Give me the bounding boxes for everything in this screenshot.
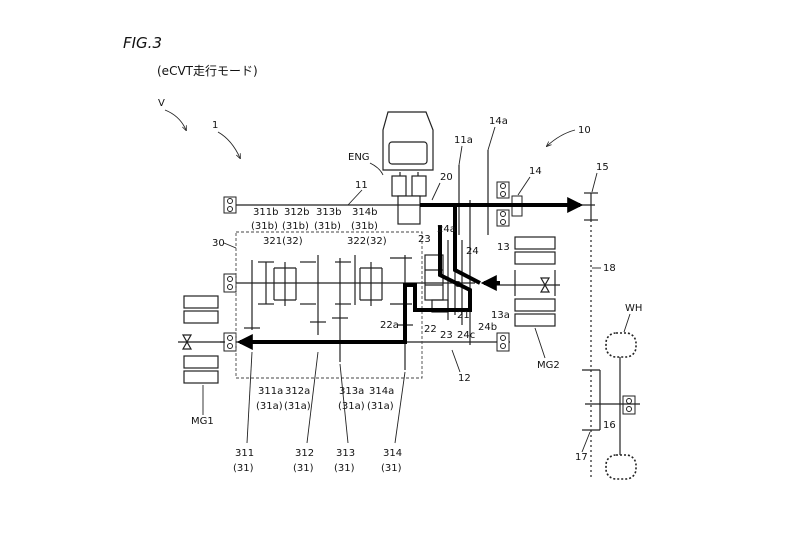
label-311a: 311a [258, 386, 283, 397]
label-31a-4: (31a) [367, 401, 394, 412]
wheel-bottom [605, 454, 637, 480]
label-1: 1 [212, 120, 218, 131]
label-23b: 23 [440, 330, 453, 341]
label-MG1: MG1 [191, 416, 214, 427]
wheel-top [605, 332, 637, 358]
output-gears [458, 150, 598, 235]
label-18: 18 [603, 263, 616, 274]
label-31-4: (31) [381, 463, 402, 474]
bearings [223, 181, 636, 415]
label-16: 16 [603, 420, 616, 431]
leader-10 [547, 129, 576, 146]
power-flow-path [236, 197, 584, 350]
label-11: 11 [355, 180, 368, 191]
label-30: 30 [212, 238, 225, 249]
label-24a: 24a [437, 224, 456, 235]
label-311: 311 [235, 448, 254, 459]
gear-train [244, 255, 413, 370]
label-31b-2: (31b) [282, 221, 309, 232]
label-24c: 24c [457, 330, 475, 341]
label-23a: 23 [418, 234, 431, 245]
motor-generator-MG2 [490, 236, 560, 327]
label-311b: 311b [253, 207, 278, 218]
figure-subtitle: (eCVT走行モード) [157, 64, 258, 78]
engine [382, 111, 434, 225]
label-ENG: ENG [348, 152, 370, 163]
label-314a: 314a [369, 386, 394, 397]
label-V: V [158, 98, 165, 109]
label-20: 20 [440, 172, 453, 183]
label-321: 321(32) [263, 236, 303, 247]
label-314b: 314b [352, 207, 377, 218]
figure-title: FIG.3 [123, 34, 162, 52]
label-31b-4: (31b) [351, 221, 378, 232]
label-31a-1: (31a) [256, 401, 283, 412]
label-322: 322(32) [347, 236, 387, 247]
label-31a-3: (31a) [338, 401, 365, 412]
leader-V [164, 109, 186, 130]
label-13a: 13a [491, 310, 510, 321]
label-31-3: (31) [334, 463, 355, 474]
label-31-2: (31) [293, 463, 314, 474]
label-313b: 313b [316, 207, 341, 218]
label-21: 21 [457, 310, 470, 321]
label-10: 10 [578, 125, 591, 136]
label-31b-3: (31b) [314, 221, 341, 232]
label-31-1: (31) [233, 463, 254, 474]
label-12: 12 [458, 373, 471, 384]
label-14a: 14a [489, 116, 508, 127]
leader-1 [217, 131, 240, 158]
label-24: 24 [466, 246, 479, 257]
transmission-30 [235, 231, 423, 379]
label-24b: 24b [478, 322, 497, 333]
leader-30 [223, 242, 237, 249]
motor-generator-MG1 [178, 295, 225, 384]
label-WH: WH [625, 303, 642, 314]
label-13: 13 [497, 242, 510, 253]
label-31a-2: (31a) [284, 401, 311, 412]
label-313a: 313a [339, 386, 364, 397]
bottom-leaders [246, 351, 406, 444]
label-22: 22 [424, 324, 437, 335]
leader-ENG [369, 162, 384, 176]
label-22a: 22a [380, 320, 399, 331]
label-11a: 11a [454, 135, 473, 146]
label-31b-1: (31b) [251, 221, 278, 232]
label-313: 313 [336, 448, 355, 459]
label-15: 15 [596, 162, 609, 173]
label-MG2: MG2 [537, 360, 560, 371]
label-312b: 312b [284, 207, 309, 218]
label-17: 17 [575, 452, 588, 463]
label-14: 14 [529, 166, 542, 177]
label-312: 312 [295, 448, 314, 459]
label-314: 314 [383, 448, 402, 459]
label-312a: 312a [285, 386, 310, 397]
